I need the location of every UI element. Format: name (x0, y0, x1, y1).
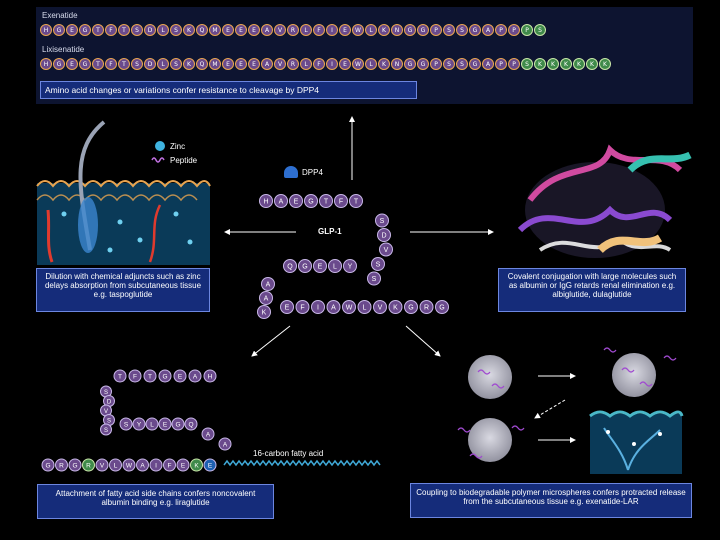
amino-acid-letter: Y (348, 264, 353, 271)
amino-acid-letter: A (223, 442, 228, 449)
fatty-acid-label: 16-carbon fatty acid (253, 449, 323, 458)
amino-acid-letter: E (163, 422, 168, 429)
albumin-callout: Covalent conjugation with large molecule… (498, 268, 686, 312)
amino-acid-letter: I (155, 463, 157, 470)
amino-acid-letter: A (140, 463, 145, 470)
fatty-acid-chain (224, 461, 380, 465)
amino-acid-letter: G (408, 305, 413, 312)
amino-acid-letter: T (354, 199, 359, 206)
amino-acid-letter: E (208, 463, 213, 470)
amino-acid-letter: V (100, 463, 105, 470)
amino-acid-letter: G (302, 264, 307, 271)
amino-acid-letter: D (107, 400, 112, 406)
albumin-protein-illustration (520, 150, 690, 258)
amino-acid-letter: G (439, 305, 444, 312)
amino-acid-letter: S (107, 419, 111, 425)
amino-acid-letter: S (376, 262, 381, 269)
amino-acid-letter: A (193, 374, 198, 381)
amino-acid-letter: E (318, 264, 323, 271)
amino-acid-letter: R (424, 305, 429, 312)
amino-acid-letter: T (148, 374, 152, 381)
amino-acid-letter: G (72, 463, 77, 470)
amino-acid-letter: A (279, 199, 284, 206)
amino-acid-letter: L (150, 422, 154, 429)
amino-acid-letter: E (285, 305, 290, 312)
amino-acid-letter: G (45, 463, 50, 470)
arrow-down-right (406, 326, 440, 356)
amino-acid-letter: K (194, 463, 199, 470)
fatty-acid-callout: Attachment of fatty acid side chains con… (37, 484, 274, 519)
amino-acid-letter: G (308, 199, 313, 206)
amino-acid-letter: G (162, 374, 167, 381)
amino-acid-letter: S (372, 276, 377, 283)
amino-acid-letter: T (118, 374, 122, 381)
amino-acid-letter: G (175, 422, 180, 429)
amino-acid-letter: Q (188, 422, 193, 429)
zinc-legend-label: Zinc (170, 142, 185, 151)
amino-acid-letter: V (378, 305, 383, 312)
skin-tissue-illustration (37, 117, 210, 265)
zinc-callout: Dilution with chemical adjuncts such as … (36, 268, 210, 312)
amino-acid-letter: Y (137, 422, 142, 429)
amino-acid-letter: A (206, 432, 211, 439)
amino-acid-letter: I (317, 305, 319, 312)
amino-acid-letter: R (59, 463, 64, 470)
amino-acid-letter: H (208, 374, 213, 381)
amino-acid-letter: V (104, 409, 108, 415)
amino-acid-letter: F (300, 305, 304, 312)
amino-acid-letter: F (133, 374, 137, 381)
amino-acid-letter: F (168, 463, 172, 470)
amino-acid-letter: A (331, 305, 336, 312)
amino-acid-letter: Q (287, 264, 293, 271)
amino-acid-letter: S (104, 390, 108, 396)
peptide-legend-label: Peptide (170, 156, 198, 165)
amino-acid-letter: S (380, 218, 385, 225)
amino-acid-letter: L (333, 264, 337, 271)
amino-acid-letter: S (104, 428, 108, 434)
amino-acid-letter: L (114, 463, 118, 470)
amino-acid-letter: D (381, 233, 386, 240)
amino-acid-letter: K (262, 310, 267, 317)
amino-acid-letter: F (339, 199, 343, 206)
amino-acid-letter: R (86, 463, 91, 470)
arrow-down-left (252, 326, 290, 356)
amino-acid-letter: L (363, 305, 367, 312)
amino-acid-letter: E (178, 374, 183, 381)
dpp4-label: DPP4 (302, 168, 323, 177)
microsphere-illustration (458, 348, 682, 474)
amino-acid-letter: S (124, 422, 129, 429)
amino-acid-letter: K (393, 305, 398, 312)
amino-acid-letter: A (264, 296, 269, 303)
amino-acid-letter: H (263, 199, 268, 206)
glp1-label: GLP-1 (318, 227, 342, 236)
zinc-legend-icon (155, 141, 165, 151)
amino-acid-letter: W (346, 305, 353, 312)
amino-acid-letter: W (126, 463, 133, 470)
amino-acid-letter: A (266, 282, 271, 289)
amino-acid-letter: E (181, 463, 186, 470)
amino-acid-letter: V (384, 247, 389, 254)
microsphere-callout: Coupling to biodegradable polymer micros… (410, 483, 692, 518)
dpp4-enzyme-icon (284, 166, 298, 178)
amino-acid-letter: E (294, 199, 299, 206)
amino-acid-letter: T (324, 199, 329, 206)
